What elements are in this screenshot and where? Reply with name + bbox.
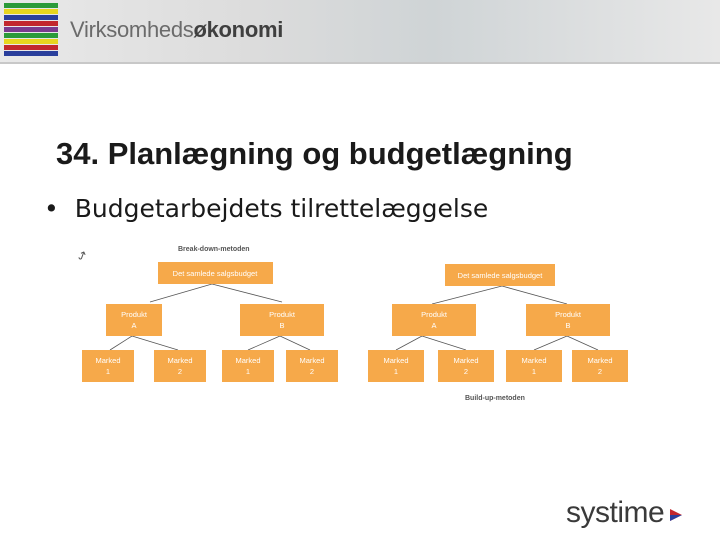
left-root-label: Det samlede salgsbudget xyxy=(173,269,259,278)
svg-text:1: 1 xyxy=(106,367,110,376)
left-product-b-box xyxy=(240,304,324,336)
svg-text:Marked: Marked xyxy=(167,356,192,365)
header-banner: Virksomhedsøkonomi xyxy=(0,0,720,64)
brand-prefix: Virksomheds xyxy=(70,17,194,42)
right-root-box xyxy=(445,264,555,286)
svg-text:Produkt: Produkt xyxy=(555,310,582,319)
right-market-2b-box xyxy=(572,350,628,382)
svg-text:Marked: Marked xyxy=(235,356,260,365)
svg-text:1: 1 xyxy=(246,367,250,376)
right-method-label: Build-up-metoden xyxy=(465,395,525,402)
slide-title: 34. Planlægning og budgetlægning xyxy=(56,136,573,171)
left-market-1b-box xyxy=(222,350,274,382)
left-method-label: Break-down-metoden xyxy=(178,246,250,253)
bullet-text: Budgetarbejdets tilrettelæggelse xyxy=(74,194,489,223)
svg-text:Marked: Marked xyxy=(299,356,324,365)
svg-text:1: 1 xyxy=(532,367,536,376)
color-stripes-logo xyxy=(4,3,58,56)
svg-text:B: B xyxy=(565,321,570,330)
budget-method-diagram: ↪ Break-down-metoden Det samlede salgsbu… xyxy=(74,246,628,402)
svg-text:1: 1 xyxy=(394,367,398,376)
left-market-1a-box xyxy=(82,350,134,382)
svg-text:B: B xyxy=(279,321,284,330)
right-root-label: Det samlede salgsbudget xyxy=(458,271,544,280)
svg-text:Marked: Marked xyxy=(383,356,408,365)
systime-logo: systime xyxy=(566,496,665,529)
right-product-a-box xyxy=(392,304,476,336)
svg-text:Marked: Marked xyxy=(453,356,478,365)
svg-text:Produkt: Produkt xyxy=(121,310,148,319)
right-market-2a-box xyxy=(438,350,494,382)
left-market-2b-box xyxy=(286,350,338,382)
svg-text:2: 2 xyxy=(598,367,602,376)
play-arrow-icon xyxy=(670,509,682,521)
svg-text:2: 2 xyxy=(178,367,182,376)
brand-suffix: økonomi xyxy=(193,17,284,42)
svg-text:2: 2 xyxy=(464,367,468,376)
scribble-icon: ↪ xyxy=(74,249,91,263)
svg-text:Marked: Marked xyxy=(521,356,546,365)
brand-logo: Virksomhedsøkonomi xyxy=(70,17,283,43)
svg-text:2: 2 xyxy=(310,367,314,376)
left-root-box xyxy=(158,262,273,284)
bullet-icon: • xyxy=(44,194,59,223)
svg-text:Produkt: Produkt xyxy=(269,310,296,319)
right-product-b-box xyxy=(526,304,610,336)
svg-text:Marked: Marked xyxy=(587,356,612,365)
right-market-1b-box xyxy=(506,350,562,382)
bullet-item: • Budgetarbejdets tilrettelæggelse xyxy=(44,194,488,223)
svg-text:A: A xyxy=(431,321,436,330)
svg-text:Produkt: Produkt xyxy=(421,310,448,319)
svg-text:A: A xyxy=(131,321,136,330)
svg-text:Marked: Marked xyxy=(95,356,120,365)
left-market-2a-box xyxy=(154,350,206,382)
right-market-1a-box xyxy=(368,350,424,382)
left-product-a-box xyxy=(106,304,162,336)
